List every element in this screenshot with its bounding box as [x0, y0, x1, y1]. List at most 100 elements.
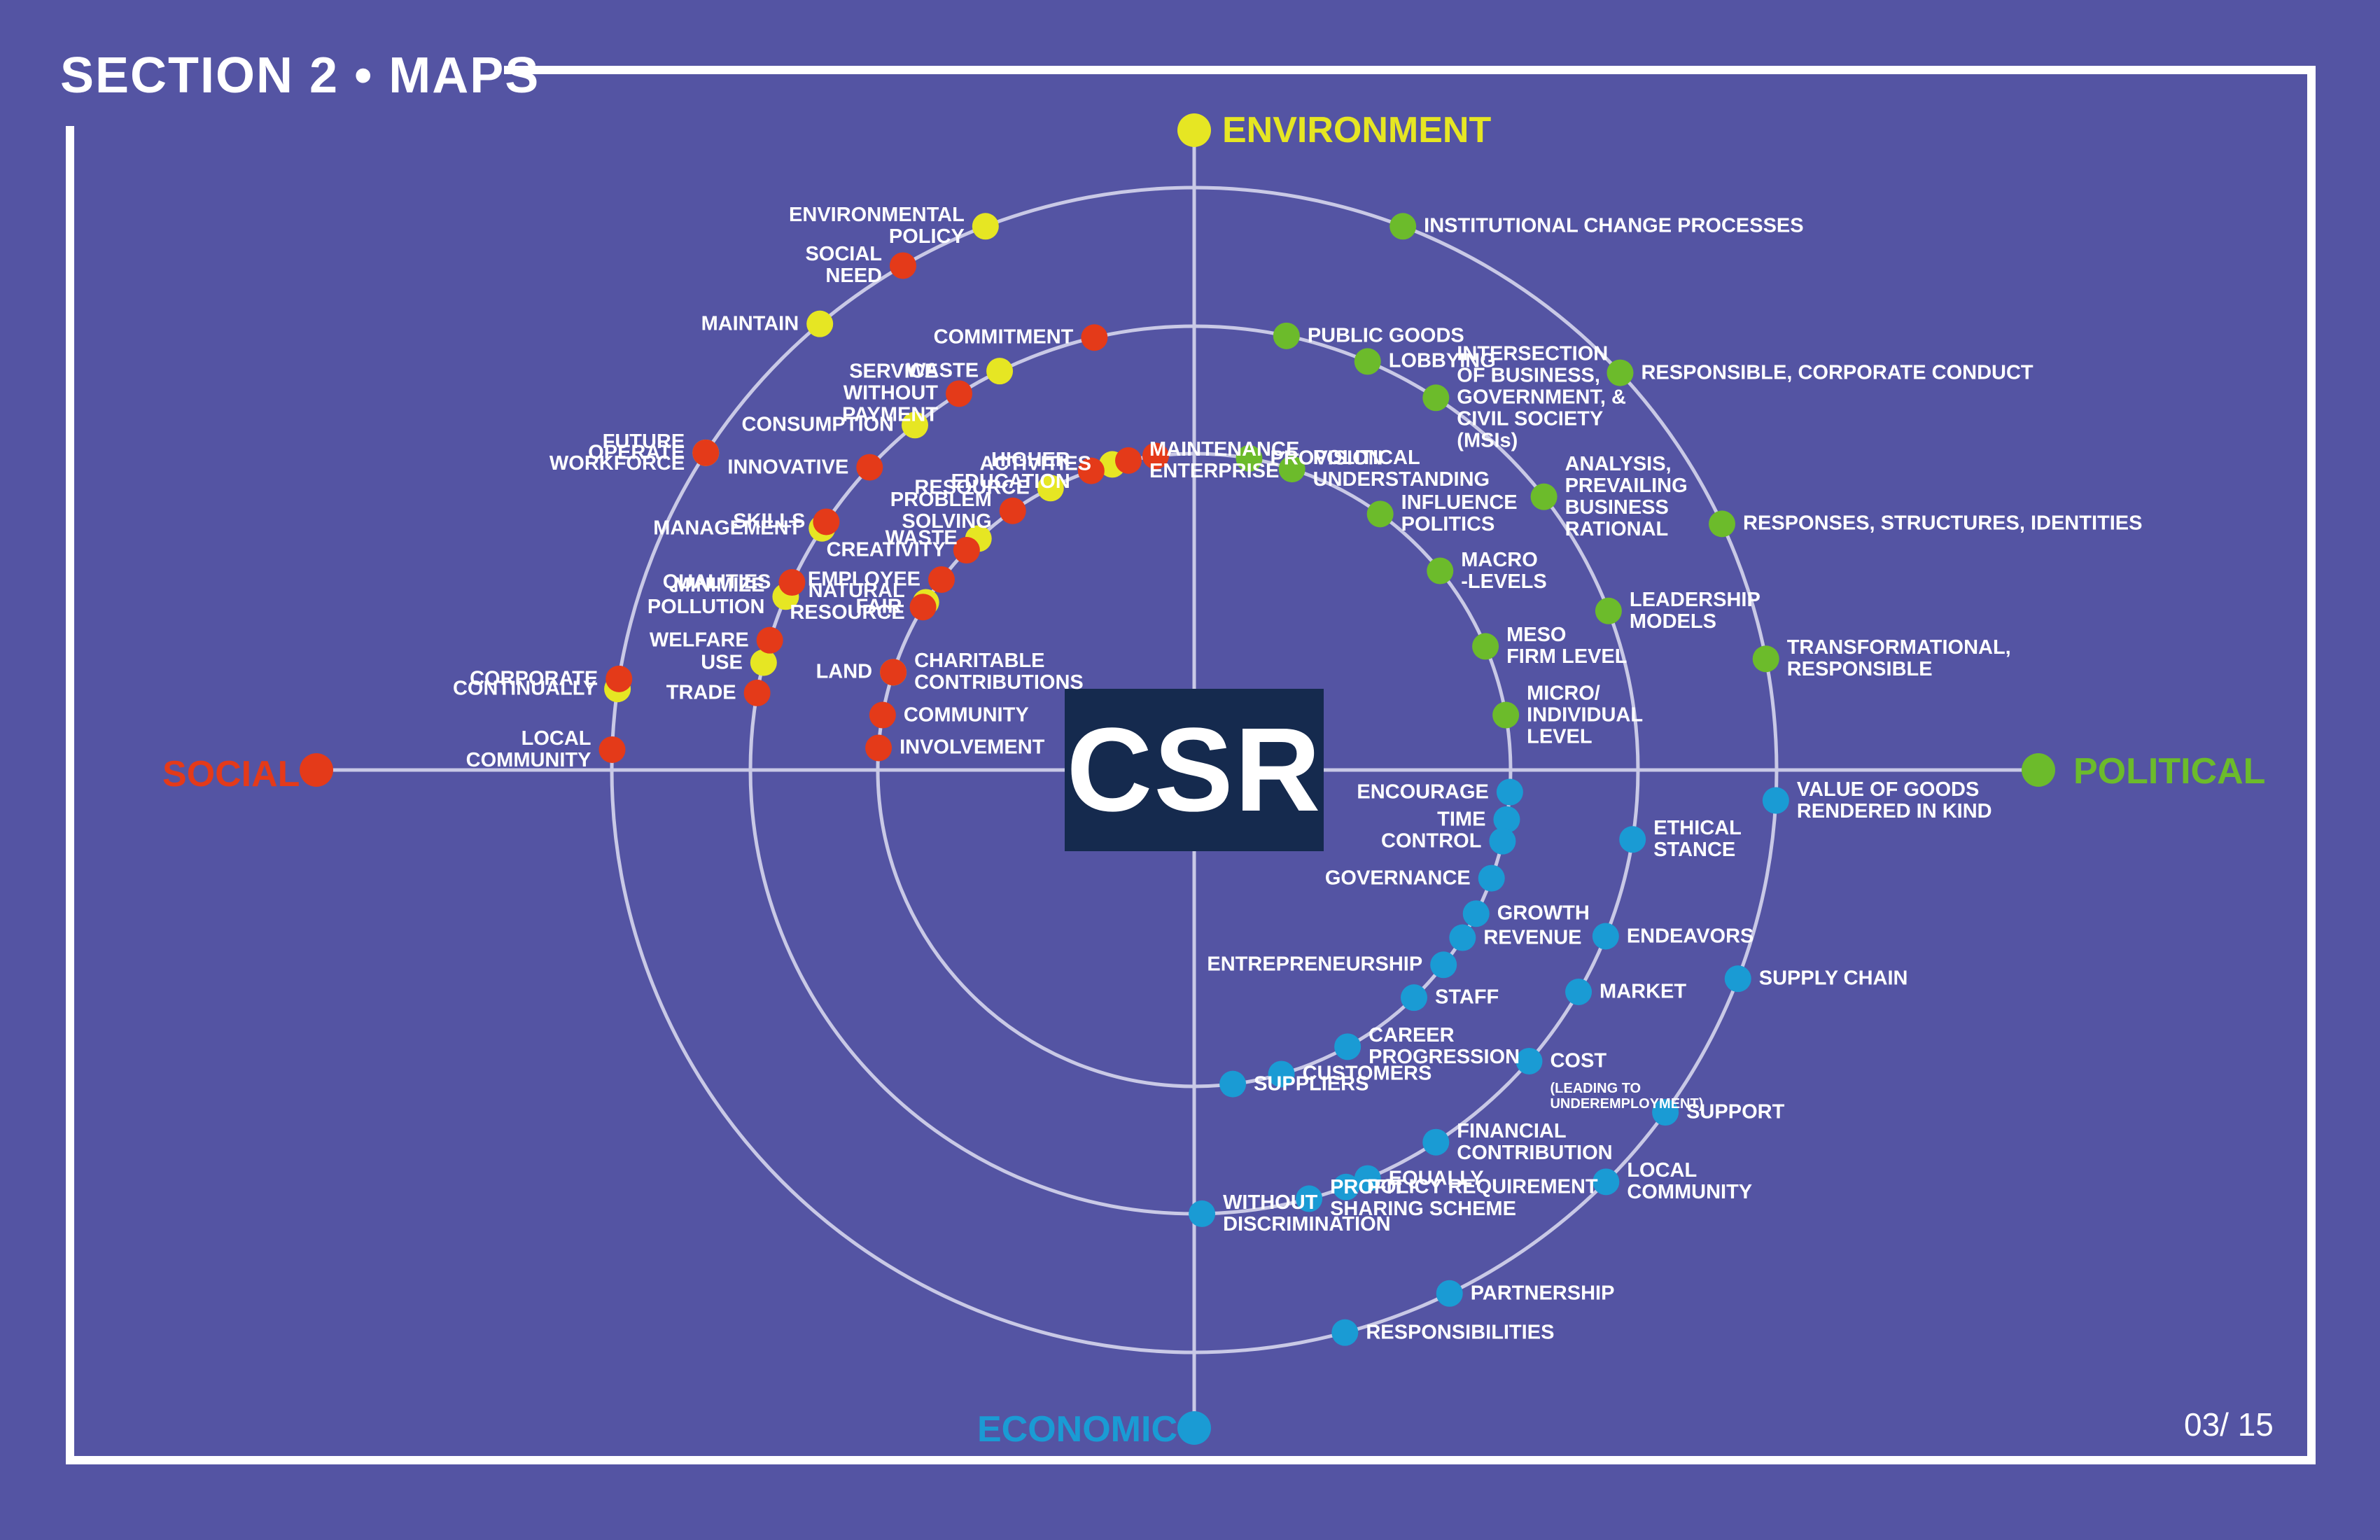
axis-label-social: SOCIAL	[162, 754, 300, 794]
axis-label-environment: ENVIRONMENT	[1222, 110, 1492, 150]
node-label-social: INVOLVEMENT	[899, 736, 1045, 759]
axis-dot-social	[300, 753, 333, 787]
node-label-social: CHARITABLE CONTRIBUTIONS	[914, 650, 1084, 694]
node-dot-environment	[902, 412, 929, 439]
frame-bottom-line	[66, 1456, 2316, 1464]
node-dot-social	[1077, 457, 1105, 484]
node-dot-political	[1427, 557, 1454, 584]
node-label-social: PROBLEM SOLVING	[890, 488, 992, 533]
node-label-social: EMPLOYEE	[807, 568, 921, 591]
node-label-economic: ENDEAVORS	[1626, 925, 1754, 947]
node-dot-economic	[1354, 1165, 1381, 1192]
node-label-social: FUTURE WORKFORCE	[549, 430, 685, 475]
node-label-economic: EQUALLY	[1388, 1167, 1484, 1190]
node-label-economic: SUPPLY CHAIN	[1758, 967, 1908, 990]
node-dot-economic	[1762, 787, 1789, 814]
node-label-environment: RESOURCE	[914, 476, 1030, 499]
node-label-social: SERVICE WITHOUT PAYMENT	[842, 360, 939, 426]
node-label-environment: ENVIRONMENTAL POLICY	[789, 204, 965, 248]
node-label-economic: WITHOUT DISCRIMINATION	[1223, 1191, 1391, 1236]
node-label-economic: PARTNERSHIP	[1470, 1282, 1615, 1305]
node-dot-political	[1366, 500, 1394, 528]
node-label-political: INTERSECTION OF BUSINESS, GOVERNMENT, & …	[1457, 342, 1626, 452]
node-dot-economic	[1489, 827, 1516, 855]
node-dot-political	[1422, 384, 1450, 412]
node-dot-social	[1115, 447, 1142, 474]
node-label-economic: GOVERNANCE	[1324, 867, 1471, 890]
node-label-economic: GROWTH	[1497, 902, 1590, 925]
frame-left-line	[66, 126, 74, 1464]
node-dot-economic	[1436, 1280, 1463, 1307]
node-label-economic: LOCAL COMMUNITY	[1627, 1159, 1753, 1204]
node-dot-social	[756, 626, 783, 654]
node-dot-economic	[1422, 1128, 1450, 1156]
node-label-economic: ETHICAL STANCE	[1653, 817, 1742, 862]
node-label-environment: WASTE	[906, 359, 979, 382]
node-dot-economic	[1652, 1099, 1679, 1126]
node-dot-economic	[1430, 951, 1457, 979]
node-dot-environment	[986, 358, 1014, 385]
node-label-social: WELFARE	[649, 629, 749, 652]
node-label-economic: SUPPLIERS	[1254, 1072, 1369, 1096]
node-label-political: RESPONSES, STRUCTURES, IDENTITIES	[1743, 512, 2143, 535]
node-dot-economic	[1724, 965, 1751, 993]
frame-right-line	[2307, 66, 2316, 1464]
node-label-political: LEADERSHIP MODELS	[1629, 588, 1760, 633]
node-dot-economic	[1462, 900, 1490, 927]
node-dot-social	[880, 659, 907, 686]
node-label-political: INSTITUTIONAL CHANGE PROCESSES	[1424, 214, 1804, 237]
node-label-political: MACRO -LEVELS	[1461, 548, 1547, 593]
node-dot-economic	[1334, 1033, 1362, 1060]
node-label-economic: CAREER PROGRESSION	[1368, 1024, 1520, 1069]
node-label-political: PROVISION	[1270, 447, 1383, 470]
node-dot-economic	[1565, 979, 1592, 1005]
node-label-economic: REVENUE	[1483, 926, 1582, 949]
node-label-environment: USE	[701, 651, 743, 674]
node-dot-environment	[1037, 475, 1064, 502]
node-label-political: MESO FIRM LEVEL	[1506, 624, 1628, 668]
node-label-economic: POLICY REQUIREMENT	[1366, 1175, 1598, 1198]
node-dot-social	[890, 252, 916, 279]
node-label-economic: MARKET	[1600, 980, 1687, 1003]
node-label-environment: WASTE	[885, 526, 958, 550]
node-dot-social	[856, 454, 883, 481]
node-dot-social	[1081, 324, 1108, 351]
node-label-economic: FINANCIAL CONTRIBUTION	[1457, 1119, 1613, 1164]
node-dot-political	[1390, 213, 1417, 240]
node-label-environment: NATURAL RESOURCE	[790, 580, 905, 624]
node-label-social: COMMUNITY	[903, 704, 1029, 726]
node-dot-social	[865, 734, 892, 762]
axis-dot-economic	[1177, 1411, 1211, 1445]
node-dot-social	[946, 380, 973, 407]
node-label-environment: MANAGEMENT	[653, 517, 802, 540]
node-dot-economic	[1219, 1070, 1247, 1098]
node-dot-political	[1472, 633, 1499, 660]
node-label-environment: ACTIVITIES	[979, 452, 1091, 475]
axis-label-economic: ECONOMIC	[977, 1409, 1177, 1450]
frame-top-line	[504, 66, 2316, 74]
node-dot-political	[1530, 483, 1558, 510]
node-dot-economic	[1592, 923, 1619, 950]
center-csr-box: CSR	[1065, 689, 1324, 851]
node-dot-political	[1278, 456, 1306, 483]
node-dot-social	[813, 508, 840, 536]
node-label-political: TRANSFORMATIONAL, RESPONSIBLE	[1786, 636, 2011, 681]
node-label-political: LOBBYING	[1388, 349, 1496, 372]
node-dot-political	[1273, 322, 1300, 349]
node-label-economic: TIME	[1437, 808, 1486, 831]
node-dot-economic	[1189, 1200, 1216, 1227]
node-label-economic: ENCOURAGE	[1357, 780, 1489, 804]
node-label-social: SKILLS	[733, 510, 806, 533]
node-label-social: MAINTENANCE ENTERPRISE	[1149, 438, 1300, 482]
node-label-social: COMMITMENT	[933, 326, 1074, 349]
node-dot-social	[606, 665, 633, 692]
node-label-social: CORPORATE	[470, 667, 598, 690]
node-label-environment: CONTINUALLY	[452, 677, 597, 700]
section-title: SECTION 2 • MAPS	[60, 48, 540, 104]
node-label-environment: LAND	[816, 660, 873, 683]
node-dot-social	[778, 569, 806, 596]
axis-dot-political	[2022, 753, 2055, 787]
node-label-social: LOCAL COMMUNITY	[465, 727, 592, 771]
node-dot-social	[598, 736, 626, 763]
